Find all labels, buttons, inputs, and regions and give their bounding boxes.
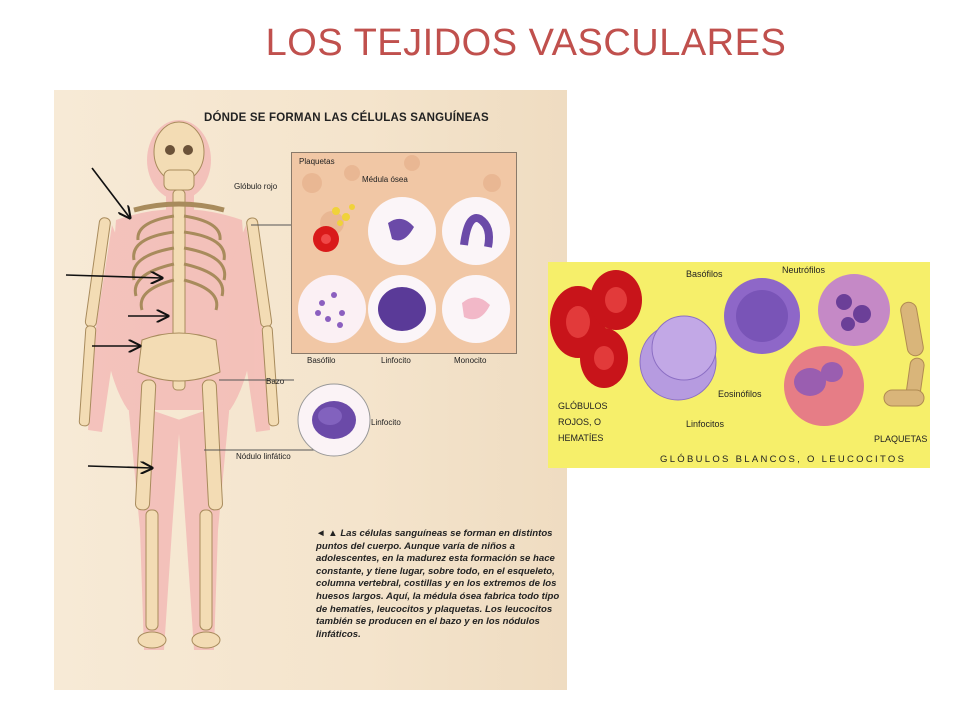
label-neutrofilos: Neutrófilos <box>782 265 826 275</box>
label-plaquetas: Plaquetas <box>299 157 335 166</box>
label-globulos-3: HEMATÍES <box>558 433 604 443</box>
label-nodulo: Nódulo linfático <box>236 452 291 461</box>
bone-marrow-inset <box>291 152 517 354</box>
label-linfocito: Linfocito <box>381 356 411 365</box>
red-cells <box>550 270 642 388</box>
label-bazo: Bazo <box>266 377 285 386</box>
label-monocito: Monocito <box>454 356 487 365</box>
label-plaquetas-panel: PLAQUETAS <box>874 434 928 444</box>
label-globulos-2: ROJOS, O <box>558 417 602 427</box>
anatomy-illustration: DÓNDE SE FORMAN LAS CÉLULAS SANGUÍNEAS P… <box>54 90 567 690</box>
label-medula: Médula ósea <box>362 175 408 184</box>
book-caption: ◄ ▲ Las células sanguíneas se forman en … <box>316 528 560 640</box>
marrow-cells <box>292 153 516 353</box>
label-eosinofilos: Eosinófilos <box>718 389 762 399</box>
label-basofilo: Basófilo <box>307 356 336 365</box>
label-globulos-1: GLÓBULOS <box>558 401 608 411</box>
slide-title: LOS TEJIDOS VASCULARES <box>265 22 787 64</box>
blood-cells-panel: Basófilos Neutrófilos Eosinófilos Linfoc… <box>548 262 930 468</box>
label-basofilos: Basófilos <box>686 269 723 279</box>
label-linfocitos: Linfocitos <box>686 419 725 429</box>
blood-cells-illustration <box>550 270 925 426</box>
book-header: DÓNDE SE FORMAN LAS CÉLULAS SANGUÍNEAS <box>204 112 489 124</box>
label-globulo-rojo: Glóbulo rojo <box>234 182 278 191</box>
label-linfocito-2: Linfocito <box>371 418 401 427</box>
leucocitos-footer: GLÓBULOS BLANCOS, O LEUCOCITOS <box>660 454 907 465</box>
